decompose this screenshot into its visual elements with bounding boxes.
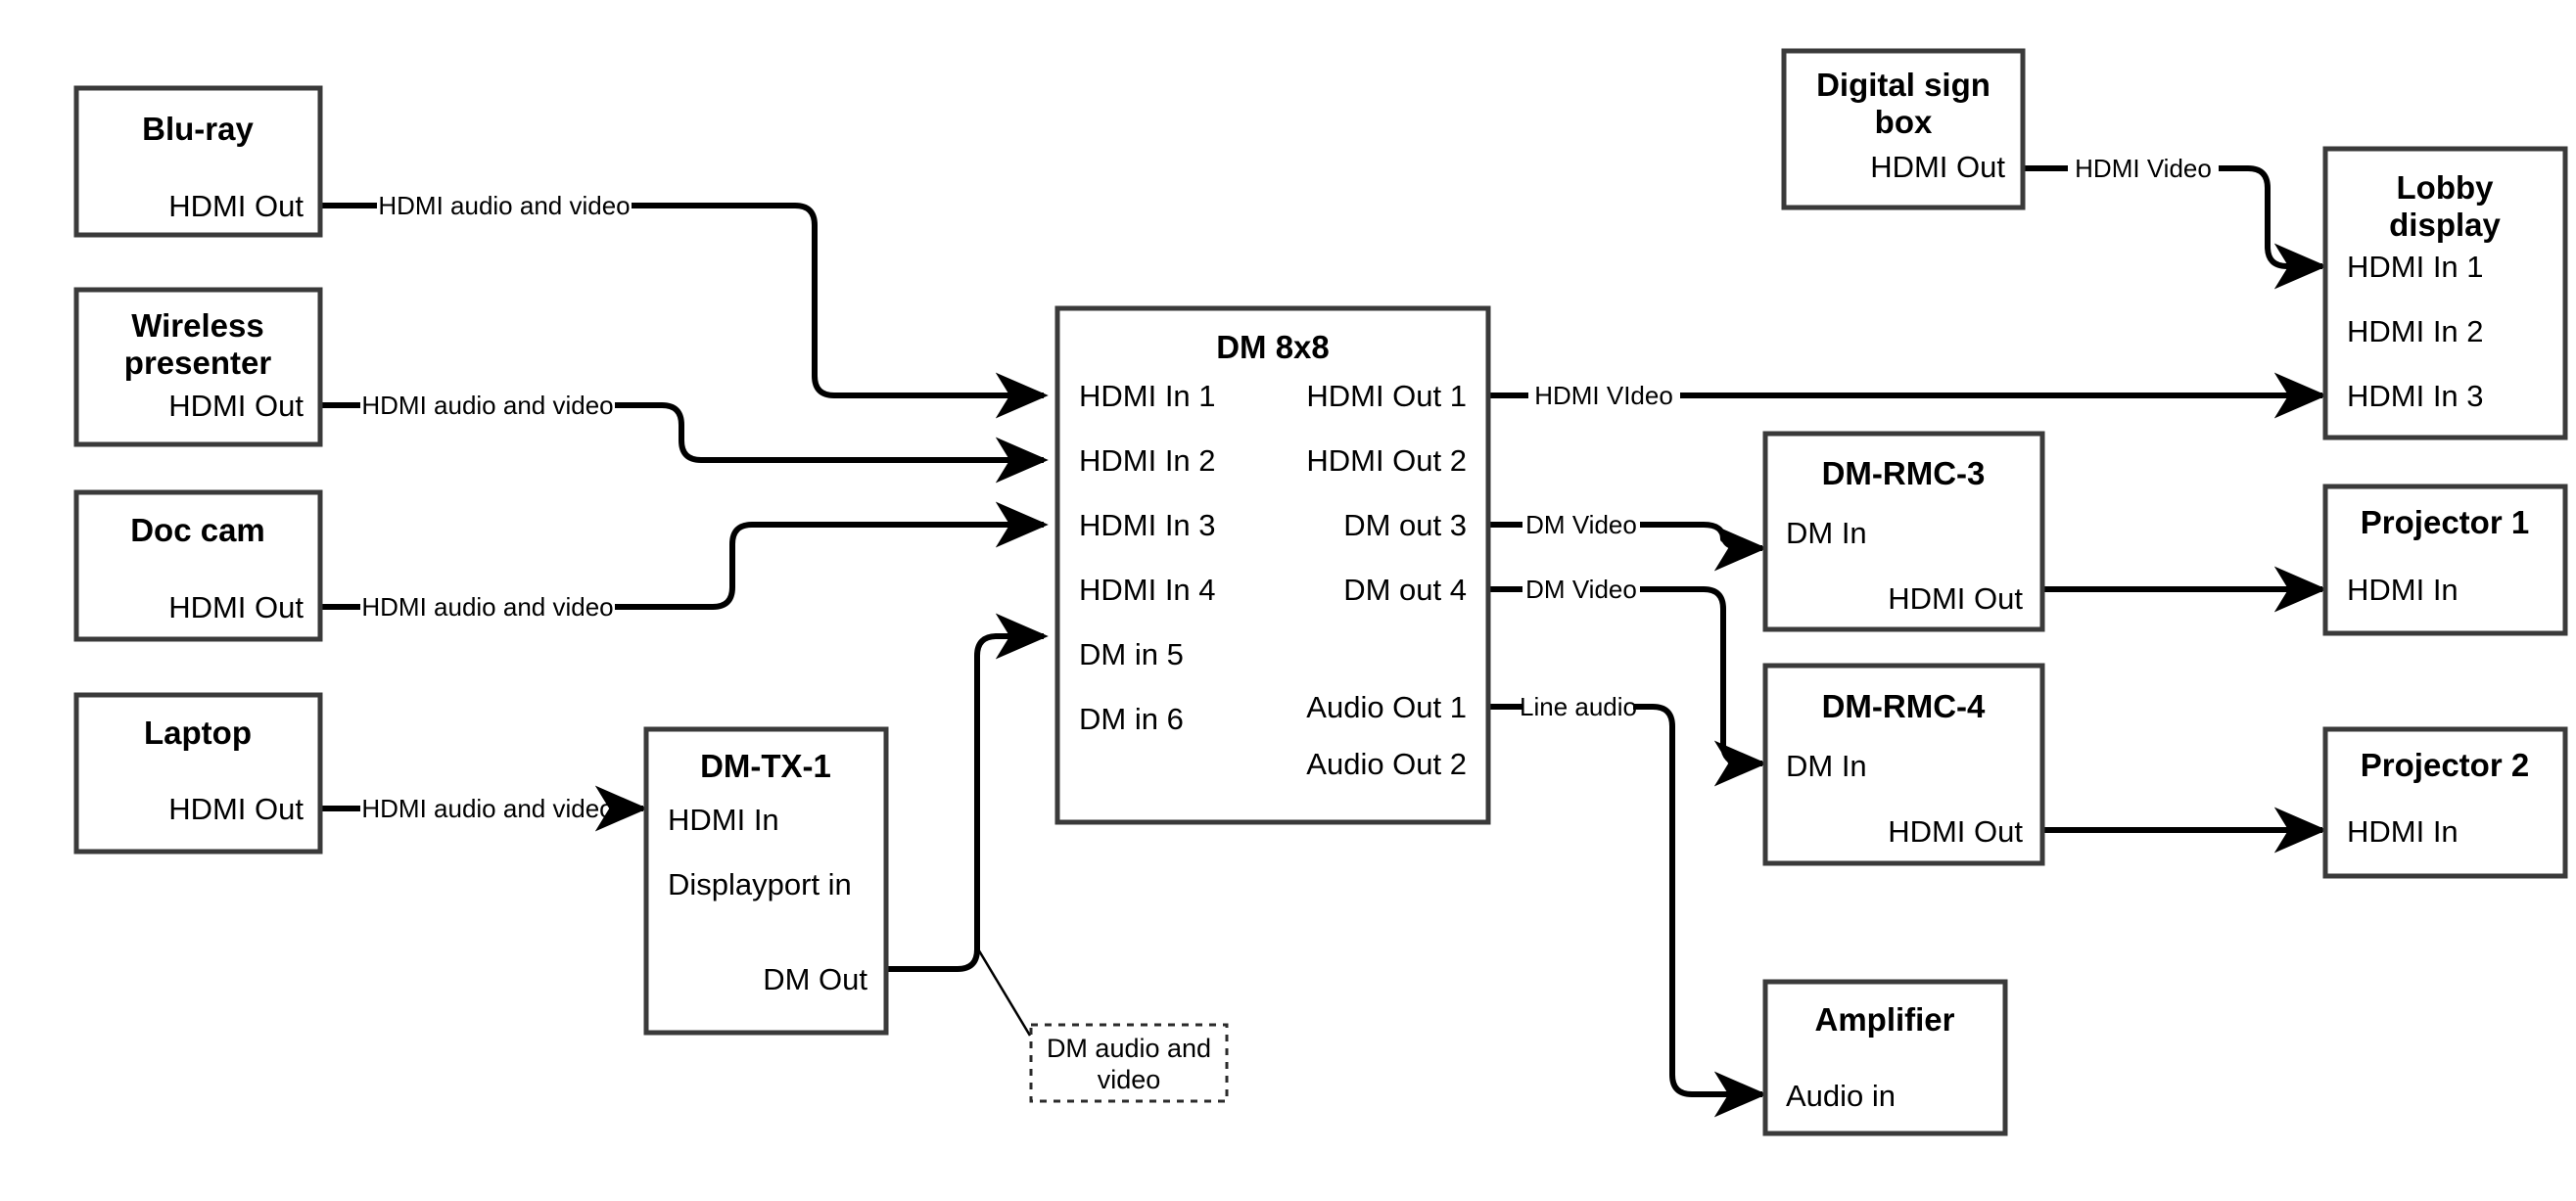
port-signbox-hdmi-out: HDMI Out <box>1870 150 2005 184</box>
node-title-dm8x8: DM 8x8 <box>1216 329 1330 365</box>
edge-label-sign-lobby: HDMI Video <box>2075 154 2212 183</box>
port-rmc4-hdmi-out: HDMI Out <box>1888 814 2023 849</box>
port-rmc3-dm-in: DM In <box>1786 516 1867 550</box>
edge-label-doccam: HDMI audio and video <box>361 592 613 622</box>
port-dm8x8-hdmi-out-1: HDMI Out 1 <box>1306 379 1467 413</box>
port-wireless-hdmi-out: HDMI Out <box>168 389 304 423</box>
node-laptop[interactable]: Laptop HDMI Out <box>73 692 323 855</box>
node-doc-cam[interactable]: Doc cam HDMI Out <box>73 489 323 642</box>
port-dm8x8-hdmi-in-2: HDMI In 2 <box>1079 443 1216 478</box>
port-laptop-hdmi-out: HDMI Out <box>168 792 304 826</box>
node-title-rmc4: DM-RMC-4 <box>1822 688 1986 724</box>
port-bluray-hdmi-out: HDMI Out <box>168 189 304 223</box>
node-bluray[interactable]: Blu-ray HDMI Out <box>73 85 323 238</box>
port-amp-audio-in: Audio in <box>1786 1079 1896 1113</box>
node-title-lobby-line1: Lobby <box>2397 169 2495 206</box>
node-title-doccam: Doc cam <box>130 512 265 548</box>
node-title-lobby-line2: display <box>2389 207 2501 243</box>
edge-label-hdmi-video-lobby: HDMI VIdeo <box>1534 381 1673 410</box>
edge-label-dmvideo-rmc3: DM Video <box>1525 510 1637 539</box>
port-dmtx1-hdmi-in: HDMI In <box>668 803 779 837</box>
node-title-proj2: Projector 2 <box>2361 747 2529 783</box>
port-lobby-hdmi-in-1: HDMI In 1 <box>2347 250 2484 284</box>
node-dm-8x8[interactable]: DM 8x8 HDMI In 1 HDMI In 2 HDMI In 3 HDM… <box>1054 305 1491 825</box>
node-title-wireless-line2: presenter <box>124 345 272 381</box>
node-wireless-presenter[interactable]: Wireless presenter HDMI Out <box>73 287 323 447</box>
port-lobby-hdmi-in-3: HDMI In 3 <box>2347 379 2484 413</box>
port-dm8x8-hdmi-in-1: HDMI In 1 <box>1079 379 1216 413</box>
port-lobby-hdmi-in-2: HDMI In 2 <box>2347 314 2484 348</box>
edge-dmtx1-to-dm8x8-in5 <box>886 613 1049 1037</box>
node-title-laptop: Laptop <box>144 715 252 751</box>
edge-label-laptop: HDMI audio and video <box>361 794 613 823</box>
edge-label-bluray: HDMI audio and video <box>378 191 630 220</box>
node-title-proj1: Projector 1 <box>2361 504 2529 540</box>
node-digital-sign-box[interactable]: Digital sign box HDMI Out <box>1781 48 2026 210</box>
edge-label-wireless: HDMI audio and video <box>361 391 613 420</box>
port-dm8x8-dm-in-5: DM in 5 <box>1079 637 1184 671</box>
node-title-bluray: Blu-ray <box>142 111 254 147</box>
callout-line2: video <box>1098 1065 1161 1094</box>
edge-wireless-to-dm8x8-in2: HDMI audio and video <box>320 391 1049 484</box>
port-dm8x8-dm-out-3: DM out 3 <box>1343 508 1467 542</box>
port-dm8x8-dm-in-6: DM in 6 <box>1079 702 1184 736</box>
callout-dm-audio-video: DM audio and video <box>1029 1023 1229 1103</box>
port-dmtx1-dm-out: DM Out <box>763 962 867 996</box>
node-dm-tx-1[interactable]: DM-TX-1 HDMI In Displayport in DM Out <box>643 726 889 1036</box>
node-dm-rmc-4[interactable]: DM-RMC-4 DM In HDMI Out <box>1762 663 2045 866</box>
edge-dm8x8-out1-to-lobby-in3: HDMI VIdeo <box>1488 372 2327 419</box>
port-dmtx1-displayport-in: Displayport in <box>668 867 852 901</box>
port-dm8x8-hdmi-in-3: HDMI In 3 <box>1079 508 1216 542</box>
port-dm8x8-hdmi-out-2: HDMI Out 2 <box>1306 443 1467 478</box>
edge-signbox-to-lobby-in1: HDMI Video <box>2023 154 2327 290</box>
port-dm8x8-audio-out-2: Audio Out 2 <box>1306 747 1467 781</box>
edge-label-line-audio: Line audio <box>1520 692 1637 721</box>
edge-dm8x8-out4-to-rmc4: DM Video <box>1488 575 1767 787</box>
node-lobby-display[interactable]: Lobby display HDMI In 1 HDMI In 2 HDMI I… <box>2322 146 2568 440</box>
edge-bluray-to-dm8x8-in1: HDMI audio and video <box>320 191 1049 419</box>
edge-dm8x8-audio1-to-amp: Line audio <box>1488 692 1767 1118</box>
node-amplifier[interactable]: Amplifier Audio in <box>1762 979 2008 1136</box>
node-title-wireless-line1: Wireless <box>131 307 263 344</box>
node-title-rmc3: DM-RMC-3 <box>1822 455 1986 491</box>
port-rmc3-hdmi-out: HDMI Out <box>1888 581 2023 616</box>
edge-laptop-to-dmtx1: HDMI audio and video <box>320 785 648 832</box>
callout-line1: DM audio and <box>1047 1034 1211 1063</box>
port-proj1-hdmi-in: HDMI In <box>2347 573 2459 607</box>
port-doccam-hdmi-out: HDMI Out <box>168 590 304 624</box>
edge-dm8x8-out3-to-rmc3: DM Video <box>1488 510 1767 572</box>
port-dm8x8-dm-out-4: DM out 4 <box>1343 573 1467 607</box>
node-title-signbox-line2: box <box>1875 104 1933 140</box>
edge-doccam-to-dm8x8-in3: HDMI audio and video <box>320 501 1049 622</box>
node-projector-2[interactable]: Projector 2 HDMI In <box>2322 726 2568 879</box>
port-proj2-hdmi-in: HDMI In <box>2347 814 2459 849</box>
node-title-amplifier: Amplifier <box>1814 1001 1954 1038</box>
port-rmc4-dm-in: DM In <box>1786 749 1867 783</box>
node-dm-rmc-3[interactable]: DM-RMC-3 DM In HDMI Out <box>1762 431 2045 632</box>
node-title-dmtx1: DM-TX-1 <box>700 748 831 784</box>
node-projector-1[interactable]: Projector 1 HDMI In <box>2322 484 2568 636</box>
node-title-signbox-line1: Digital sign <box>1816 67 1991 103</box>
port-dm8x8-audio-out-1: Audio Out 1 <box>1306 690 1467 724</box>
port-dm8x8-hdmi-in-4: HDMI In 4 <box>1079 573 1216 607</box>
edge-label-dmvideo-rmc4: DM Video <box>1525 575 1637 604</box>
